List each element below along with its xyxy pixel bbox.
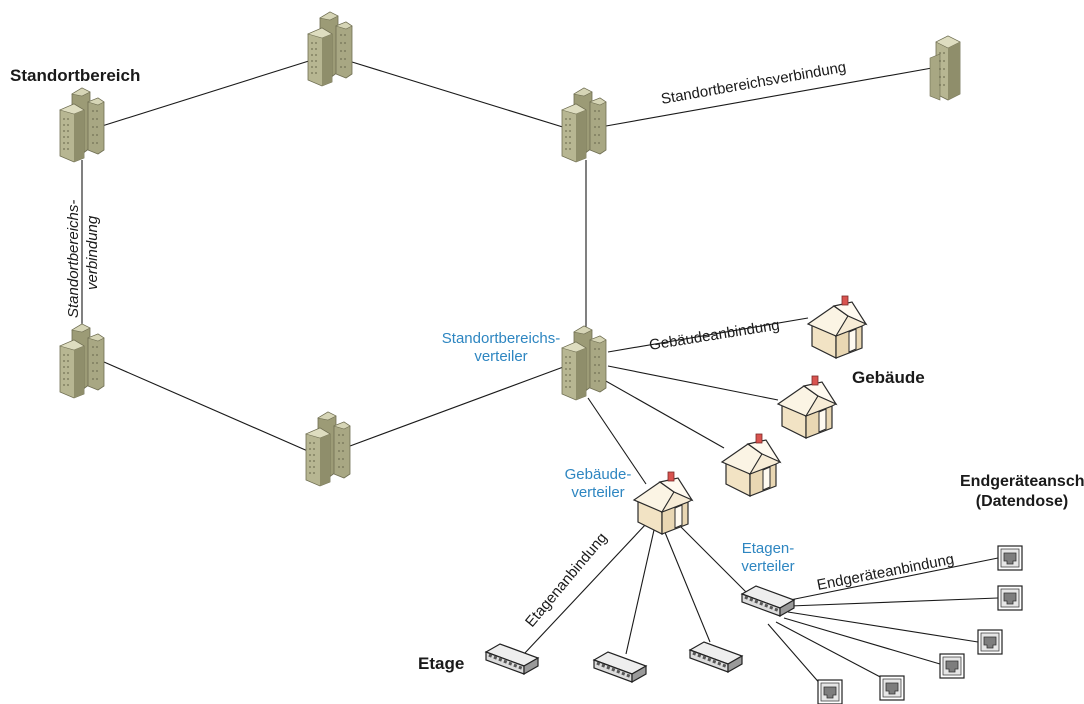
data-socket-icon-4 xyxy=(939,653,965,679)
label-gebaeudeverteiler-line2: verteiler xyxy=(571,484,625,501)
data-socket-icon-3 xyxy=(977,629,1003,655)
link-floor-distributor-to-socket-1 xyxy=(789,557,999,601)
link-floor-distributor-to-socket-3 xyxy=(787,611,979,643)
link-floor-distributor-to-socket-4 xyxy=(783,617,941,665)
label-gebaeude: Gebäude xyxy=(852,368,925,387)
house-icon-3 xyxy=(721,433,781,497)
link-building-distributor-to-floor-3 xyxy=(663,529,711,643)
label-etagenverteiler-line2: verteiler xyxy=(741,558,795,575)
house-icon-2 xyxy=(777,375,837,439)
data-socket-icon-2 xyxy=(997,585,1023,611)
label-etagenanbindung: Etagenanbindung xyxy=(522,530,611,631)
link-floor-distributor-to-socket-5 xyxy=(775,621,887,681)
label-gebaeudeverteiler: Gebäude- verteiler xyxy=(558,466,638,502)
floor-distributor-switch-icon xyxy=(741,585,795,617)
data-socket-icon-6 xyxy=(817,679,843,704)
label-standortbereichsverbindung-top: Standortbereichsverbindung xyxy=(660,59,848,108)
connection-lines xyxy=(81,59,999,687)
link-distributor-to-house-1 xyxy=(607,317,809,353)
link-building-distributor-to-floor-2 xyxy=(625,529,655,655)
data-socket-icon-1 xyxy=(997,545,1023,571)
campus-building-far-right-icon xyxy=(929,35,961,101)
label-etagenverteiler-line1: Etagen- xyxy=(741,540,795,557)
house-icon-1 xyxy=(807,295,867,359)
link-floor-distributor-to-socket-6 xyxy=(767,623,823,687)
link-distributor-to-house-3 xyxy=(603,379,725,449)
label-standortbereichsverteiler-line1: Standortbereichs- xyxy=(441,330,561,347)
label-endgeraeteanschluss-line2: (Datendose) xyxy=(975,493,1069,510)
floor-switch-icon-2 xyxy=(593,651,647,683)
link-building-distributor-to-floor-1 xyxy=(523,523,647,655)
label-endgeraeteanbindung: Endgeräteanbindung xyxy=(816,551,956,594)
floor-switch-icon-3 xyxy=(689,641,743,673)
link-left-bottom-to-bottom-center xyxy=(103,361,311,453)
campus-building-bottom-center-icon xyxy=(305,411,351,487)
label-etagenverteiler: Etagen- verteiler xyxy=(732,540,804,576)
campus-building-left-bottom-icon xyxy=(59,323,105,399)
link-distributor-to-building-distributor xyxy=(587,397,647,485)
label-standortbereich: Standortbereich xyxy=(10,66,141,85)
link-center-right-to-far-right xyxy=(605,67,933,127)
campus-building-left-top-icon xyxy=(59,87,105,163)
link-left-top-to-top-center xyxy=(101,59,313,127)
link-distributor-to-house-2 xyxy=(607,365,779,401)
label-etage: Etage xyxy=(418,654,465,673)
label-gebaeudeanbindung: Gebäudeanbindung xyxy=(648,317,781,354)
label-standortbereichsverteiler-line2: verteiler xyxy=(474,348,528,365)
link-building-distributor-to-floor-distributor xyxy=(679,525,749,595)
floor-switch-icon-1 xyxy=(485,643,539,675)
label-gebaeudeverteiler-line1: Gebäude- xyxy=(564,466,632,483)
campus-building-top-center-icon xyxy=(307,11,353,87)
building-distributor-house-icon xyxy=(633,471,693,535)
link-bottom-center-to-distributor xyxy=(349,365,567,447)
label-standortbereichs-vert-line1: Standortbereichs- xyxy=(65,200,82,318)
link-floor-distributor-to-socket-2 xyxy=(789,597,999,607)
data-socket-icon-5 xyxy=(879,675,905,701)
campus-distributor-building-top-icon xyxy=(561,87,607,163)
label-standortbereichsverteiler: Standortbereichs- verteiler xyxy=(436,330,566,366)
label-standortbereichs-vert-line2: verbindung xyxy=(84,215,101,290)
campus-distributor-building-icon xyxy=(561,325,607,401)
link-top-center-to-center-right xyxy=(351,61,567,129)
label-endgeraeteanschluss-line1: Endgeräteanschluss xyxy=(960,473,1084,490)
label-endgeraeteanschluss: Endgeräteanschluss (Datendose) xyxy=(960,472,1084,512)
